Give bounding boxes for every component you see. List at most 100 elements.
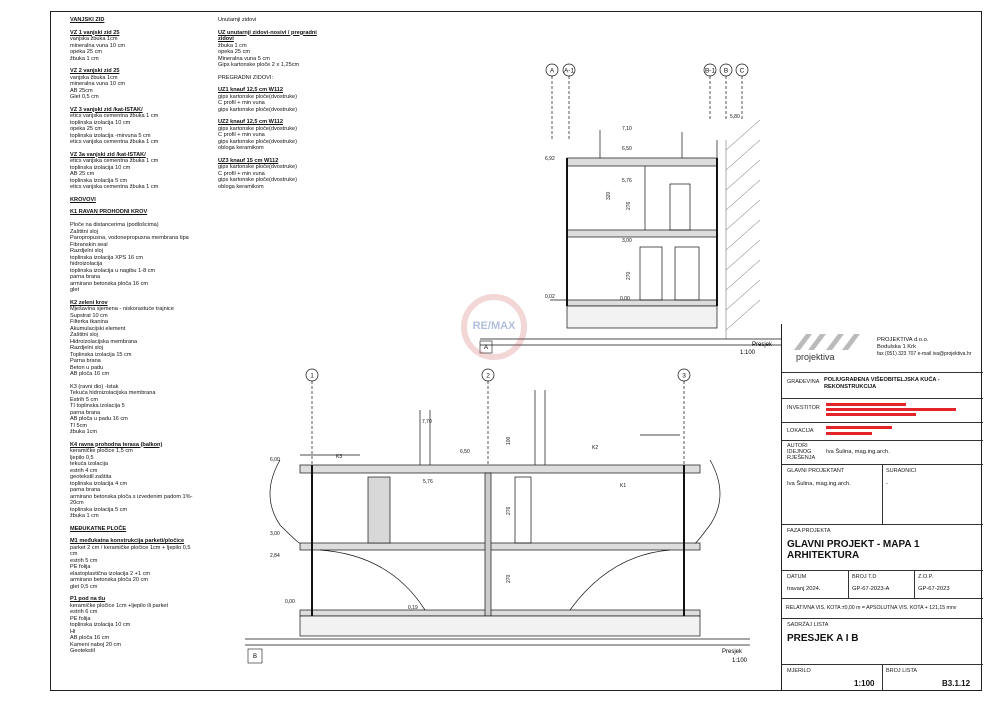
spec-line: toplinska izolacija XPS 16 cm <box>70 254 144 261</box>
axis-label: 3 <box>682 373 686 380</box>
spec-line: žbuka 1 cm <box>218 42 247 49</box>
spec-line: elastoplastična izolacija 2 +1 cm <box>70 570 151 577</box>
level-mark: 5,76 <box>423 479 433 485</box>
level-mark: 0,00 <box>285 599 295 605</box>
sadrzaj-row: SADRŽAJ LISTA PRESJEK A I B <box>782 618 983 664</box>
sadrzaj-value: PRESJEK A I B <box>787 633 859 644</box>
level-mark: 6,00 <box>270 457 280 463</box>
spec-line: parna brana <box>70 487 101 493</box>
dimension: 276 <box>626 201 632 210</box>
spec-line: Tekuća hidroizolacijska membrana <box>70 390 156 396</box>
axis-label: B <box>724 68 728 75</box>
spec-line: Kameni naboj 20 cm <box>70 641 121 648</box>
level-mark: 5,80 <box>730 114 740 120</box>
spec-line: C profil + min vuna <box>218 100 265 106</box>
spec-line: glet 0,5 cm <box>70 583 98 590</box>
investitor-redacted <box>826 403 906 406</box>
dimension: 270 <box>506 574 512 583</box>
spec-line: Ploče na distancerima (podlošcima) <box>70 222 159 228</box>
spec-heading: K2 zeleni krov <box>70 299 108 306</box>
spec-heading: P1 pod na tlu <box>70 596 106 602</box>
spec-line: toplinska izolacija 10 cm <box>70 119 131 126</box>
spec-line: AB 25cm <box>70 87 93 94</box>
spec-heading: UZ2 knauf 12,5 cm W112 <box>218 119 283 125</box>
spec-line: glet <box>70 287 80 293</box>
autori-row: AUTORI IDEJNOG RJEŠENJA Iva Šulina, mag.… <box>782 440 983 464</box>
dimension: 320 <box>606 191 612 200</box>
spec-line: HI <box>70 628 76 635</box>
section-b-drawing: 1 2 3 7,70 6,50 6,00 5,76 3,00 0,00 2,84… <box>245 368 750 664</box>
spec-heading: UZ1 knauf 12,5 cm W112 <box>218 87 283 93</box>
gradevina-row: GRAĐEVINA POLIUGRAĐENA VIŠEOBITELJSKA KU… <box>782 372 983 398</box>
datum-value: travanj 2024. <box>787 586 821 592</box>
spec-line: cm <box>70 551 78 557</box>
spec-line: mineralna vuna 10 cm <box>70 42 126 49</box>
investitor-label: INVESTITOR <box>787 405 820 411</box>
broj-lista-value: B3.1.12 <box>942 679 971 688</box>
axis-label: 1 <box>310 373 314 380</box>
spec-line: Mineralna vuna 5 cm <box>218 55 270 62</box>
spec-line: gips kartonske ploče(dvostruke) <box>218 164 297 170</box>
lokacija-row: LOKACIJA <box>782 422 983 440</box>
spec-line: C profil + min vuna <box>218 170 265 177</box>
spec-line: toplinska izolacija u nagibu 1-8 cm <box>70 267 156 274</box>
broj-td-value: GP-67-2023-A <box>852 586 890 592</box>
broj-td-label: BROJ T.D <box>852 574 877 580</box>
spec-line: toplinska izolacija 4 cm <box>70 480 128 487</box>
level-mark: 0,00 <box>620 296 630 302</box>
zop-label: Z.O.P. <box>918 574 934 580</box>
faza-value: GLAVNI PROJEKT - MAPA 1 ARHITEKTURA <box>787 539 920 561</box>
projektiva-logo-icon <box>794 334 860 350</box>
spec-line: PE folija <box>70 564 91 570</box>
spec-line: AB ploča 16 cm <box>70 635 110 641</box>
level-mark: 2,84 <box>270 553 280 559</box>
spec-line: Razdjelni sloj <box>70 248 103 254</box>
spec-heading: UZ unutarnji zidovi-nosivi / pregradni z… <box>218 29 317 43</box>
spec-line: AB ploča u padu 16 cm <box>70 416 128 422</box>
title-block: projektiva PROJEKTIVA d.o.o. Bodulska 1 … <box>781 324 983 691</box>
spec-line: Hidroizolacijska membrana <box>70 338 138 345</box>
spec-heading: VZ 3a vanjski zid /kat-ISTAK/ <box>70 151 146 158</box>
spec-line: Razdjelni sloj <box>70 345 103 351</box>
spec-line: Zaštitni sloj <box>70 332 98 338</box>
spec-line: Estrih 5 cm <box>70 396 98 403</box>
spec-heading: VZ 2 vanjski zid 25 <box>70 68 120 74</box>
spec-line: PREGRADNI ZIDOVI: <box>218 74 274 81</box>
spec-heading: M1 međukatna konstrukcija parketi/pločic… <box>70 538 185 544</box>
glavni-label: GLAVNI PROJEKTANT <box>787 468 845 474</box>
remax-watermark: RE/MAX <box>461 294 527 360</box>
watermark-text: RE/MAX <box>472 320 516 332</box>
company-name: PROJEKTIVA d.o.o. <box>877 337 929 343</box>
spec-line: ljepilo 0,5 <box>70 454 94 461</box>
spec-line: vanjska žbuka 1cm <box>70 74 118 81</box>
section-name: Presjek <box>722 649 743 655</box>
relativna-text: RELATIVNA VIS. KOTA ±0,00 m = APSOLUTNA … <box>786 605 957 611</box>
room-tag: K2 <box>592 445 598 451</box>
axis-label: A <box>550 68 555 75</box>
sheet-frame <box>50 11 982 691</box>
spec-line: žbuka 1 cm <box>70 55 99 62</box>
autori-label: AUTORI IDEJNOG RJEŠENJA <box>787 443 816 461</box>
dimension: 100 <box>506 436 512 445</box>
spec-line: 20cm <box>70 500 84 506</box>
spec-line: toplinska izolacija -mirvuna 5 cm <box>70 132 151 139</box>
level-mark: 6,50 <box>460 449 470 455</box>
spec-line: tekuća izolacija <box>70 461 108 467</box>
lokacija-redacted <box>826 426 892 429</box>
spec-line: opeka 25 cm <box>70 126 103 132</box>
spec-line: Supstrat 10 cm <box>70 312 108 319</box>
spec-line: vanjska žbuka 1cm <box>70 36 118 42</box>
company-contact: fax (051) 323 707 e-mail iva@projektiva.… <box>877 351 972 357</box>
axis-label: 2 <box>486 373 490 380</box>
company-row: projektiva PROJEKTIVA d.o.o. Bodulska 1 … <box>782 324 983 372</box>
spec-heading: MEĐUKATNE PLOČE <box>70 525 127 532</box>
spec-line: opeka 25 cm <box>218 49 251 55</box>
datum-label: DATUM <box>787 574 807 580</box>
lokacija-redacted <box>826 432 872 435</box>
spec-line: geotekstil zaštita <box>70 474 112 480</box>
spec-line: Fibranskin seal <box>70 241 108 248</box>
spec-line: estrih 5 cm <box>70 557 98 564</box>
company-address: Bodulska 1 Krk <box>877 344 916 350</box>
spec-line: Parna brana <box>70 358 101 364</box>
